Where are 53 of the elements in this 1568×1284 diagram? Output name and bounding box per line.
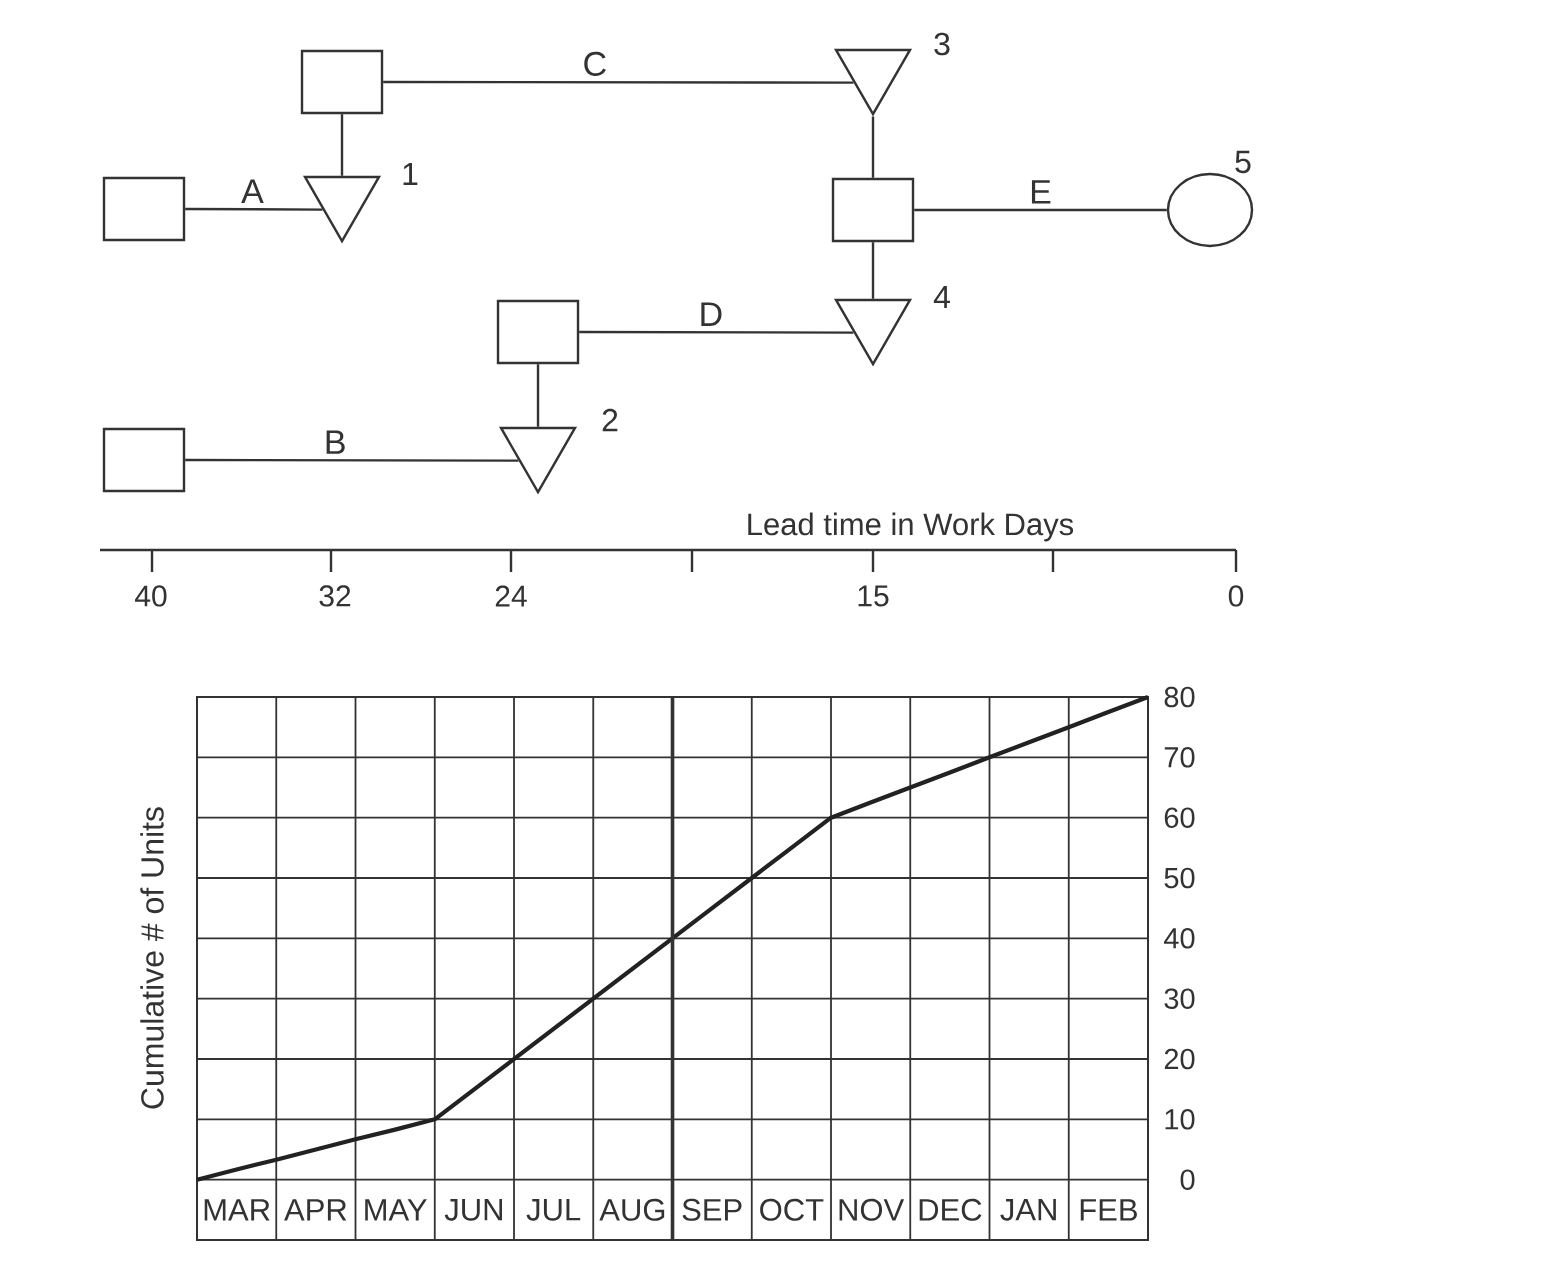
process-box bbox=[496, 299, 580, 365]
edge-label: E bbox=[1027, 178, 1054, 206]
month-label: NOV bbox=[839, 1198, 905, 1221]
number-label: 2 bbox=[602, 408, 618, 432]
connector-line bbox=[871, 116, 875, 178]
tick-label: 15 bbox=[858, 585, 889, 607]
tick-label: 32 bbox=[319, 585, 351, 607]
process-box bbox=[300, 49, 384, 115]
month-label: JUL bbox=[526, 1199, 581, 1221]
month-label: FEB bbox=[1080, 1199, 1137, 1221]
number-label: 1 bbox=[403, 163, 418, 185]
tick-label: 70 bbox=[1164, 747, 1195, 768]
tick-label: 40 bbox=[1164, 928, 1195, 949]
tick-label: 40 bbox=[135, 585, 167, 607]
oval-symbol bbox=[1166, 172, 1254, 248]
month-label: DEC bbox=[919, 1198, 982, 1221]
connector-line bbox=[340, 114, 344, 176]
tick-label: 20 bbox=[1164, 1048, 1195, 1070]
tick-label: 0 bbox=[1228, 585, 1244, 607]
month-label: AUG bbox=[599, 1198, 665, 1221]
tick-label: 24 bbox=[495, 585, 527, 607]
edge-label: B bbox=[321, 428, 349, 456]
process-box bbox=[831, 177, 915, 243]
connector-line bbox=[185, 207, 323, 211]
tick-label: 80 bbox=[1164, 686, 1195, 708]
month-label: SEP bbox=[682, 1198, 742, 1221]
edge-label: A bbox=[239, 177, 266, 205]
tick-label: 50 bbox=[1164, 867, 1195, 889]
month-label: MAY bbox=[365, 1199, 427, 1221]
connector-line bbox=[383, 80, 854, 84]
month-label: MAR bbox=[204, 1199, 270, 1221]
connector-line bbox=[185, 458, 519, 462]
tick-label: 10 bbox=[1165, 1109, 1195, 1130]
month-label: APR bbox=[284, 1199, 347, 1221]
month-label: JAN bbox=[1000, 1199, 1056, 1221]
process-box bbox=[102, 176, 186, 242]
axis-title: Cumulative # of Units bbox=[140, 807, 164, 1109]
number-label: 4 bbox=[933, 286, 950, 308]
process-box bbox=[102, 427, 186, 493]
edge-label: D bbox=[696, 300, 726, 328]
axis-title: Lead time in Work Days bbox=[748, 512, 1074, 542]
month-label: JUN bbox=[444, 1199, 502, 1221]
connector-line bbox=[579, 330, 854, 334]
tick-label: 30 bbox=[1164, 988, 1195, 1009]
connector-line bbox=[871, 242, 875, 299]
tick-label: 60 bbox=[1164, 807, 1195, 828]
edge-label: C bbox=[580, 49, 610, 78]
connector-line bbox=[536, 364, 540, 427]
month-label: OCT bbox=[760, 1198, 824, 1221]
tick-label: 0 bbox=[1180, 1169, 1195, 1190]
connector-line bbox=[914, 208, 1167, 212]
number-label: 5 bbox=[1235, 150, 1251, 174]
number-label: 3 bbox=[934, 32, 950, 56]
